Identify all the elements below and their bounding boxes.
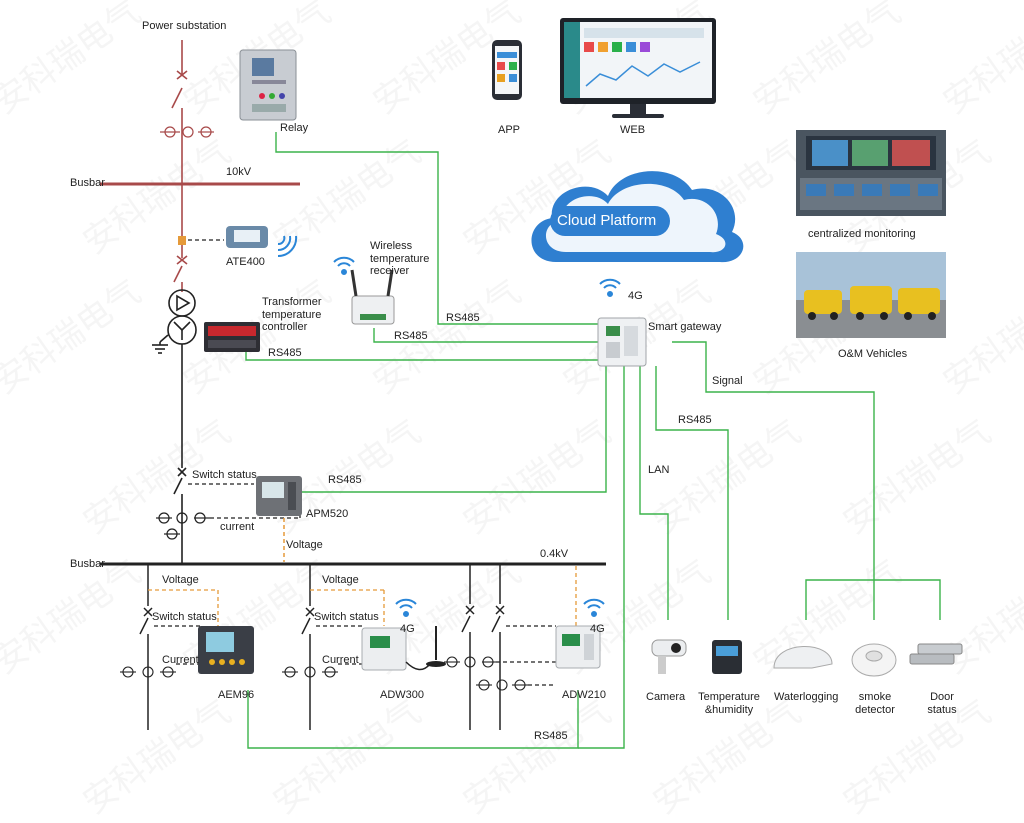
wifi-icon-gateway — [599, 278, 621, 297]
door-status-device — [909, 643, 963, 665]
voltage-adw300-label: Voltage — [322, 574, 359, 586]
current-adw300-label: Current — [322, 654, 359, 666]
rs485-relay-label: RS485 — [446, 312, 480, 324]
voltage-aem-label: Voltage — [162, 574, 199, 586]
transformer-controller-device — [204, 322, 260, 352]
current-aem-label: Current — [162, 654, 199, 666]
ate400-label: ATE400 — [226, 256, 265, 268]
camera-label: Camera — [646, 691, 686, 703]
adw210-label: ADW210 — [562, 689, 607, 701]
apm520-label: APM520 — [306, 508, 349, 520]
lv-voltage-label: 0.4kV — [540, 548, 569, 560]
app-phone — [492, 40, 522, 100]
temperature-humidity-label: Temperature &humidity — [698, 691, 760, 716]
relay-label: Relay — [280, 122, 309, 134]
diagram-canvas — [100, 18, 963, 749]
adw300-4g-label: 4G — [400, 623, 415, 635]
smart-gateway-label: Smart gateway — [648, 321, 722, 333]
wireless-receiver-label: Wireless temperature receiver — [370, 240, 430, 278]
wifi-icon-receiver — [333, 256, 355, 275]
transformer-controller-label: Transformer temperature controller — [262, 296, 322, 334]
gateway-4g-label: 4G — [628, 290, 643, 302]
lv-main-current-transformers — [156, 512, 210, 540]
centralized-monitoring-label: centralized monitoring — [808, 228, 916, 240]
apm520-device — [256, 476, 302, 516]
rs485-controller-label: RS485 — [268, 347, 302, 359]
adw300-device — [361, 626, 446, 671]
rs485-bottom-label: RS485 — [534, 730, 568, 742]
adw210-4g-label: 4G — [590, 623, 605, 635]
rs485-receiver-label: RS485 — [394, 330, 428, 342]
camera-device — [651, 639, 687, 674]
smoke-detector-label: smoke detector — [855, 691, 895, 716]
feeder-dashed-links — [148, 566, 577, 686]
switch-status-main-label: Switch status — [192, 469, 257, 481]
hv-current-transformers — [160, 126, 214, 138]
rs485-right-label: RS485 — [678, 414, 712, 426]
web-monitor — [560, 18, 716, 118]
om-vehicles-label: O&M Vehicles — [838, 348, 908, 360]
wifi-icon-ate400 — [277, 235, 298, 258]
current-main-label: current — [220, 521, 255, 533]
wireless-receiver-device — [350, 269, 395, 325]
feeder-current-transformers — [120, 656, 528, 691]
power-substation-label: Power substation — [142, 20, 227, 32]
rs485-apm-label: RS485 — [328, 474, 362, 486]
cloud-platform-shape — [531, 171, 744, 263]
smart-gateway-device — [597, 317, 647, 367]
aem96-device — [198, 626, 254, 674]
wifi-icon-adw210 — [583, 598, 605, 617]
communication-links — [245, 132, 941, 749]
hv-voltage-label: 10kV — [226, 166, 252, 178]
waterlogging-device — [773, 646, 833, 669]
centralized-monitoring-photo — [796, 130, 946, 216]
app-label: APP — [498, 124, 521, 136]
signal-label: Signal — [712, 375, 743, 387]
waterlogging-label: Waterlogging — [774, 691, 839, 703]
lv-feeders — [139, 564, 505, 730]
temperature-humidity-device — [712, 640, 742, 674]
ate400-device — [226, 226, 268, 248]
wifi-icon-adw300 — [395, 598, 417, 617]
busbar-lv-label: Busbar — [70, 558, 105, 570]
transformer-symbol — [152, 289, 197, 563]
cloud-platform-label: Cloud Platform — [557, 212, 657, 229]
om-vehicles-photo — [796, 252, 946, 338]
lan-label: LAN — [648, 464, 670, 476]
door-status-label: Door status — [927, 691, 957, 716]
adw300-label: ADW300 — [380, 689, 425, 701]
switch-status-adw300-label: Switch status — [314, 611, 379, 623]
voltage-main-label: Voltage — [286, 539, 323, 551]
relay-device — [239, 49, 297, 121]
switch-status-aem-label: Switch status — [152, 611, 217, 623]
busbar-hv-label: Busbar — [70, 177, 105, 189]
hv-temp-sensor — [178, 236, 186, 245]
smoke-detector-device — [851, 643, 897, 677]
adw210-device — [555, 625, 601, 669]
hv-circuit — [100, 40, 300, 292]
web-label: WEB — [620, 124, 646, 136]
aem96-label: AEM96 — [218, 689, 255, 701]
